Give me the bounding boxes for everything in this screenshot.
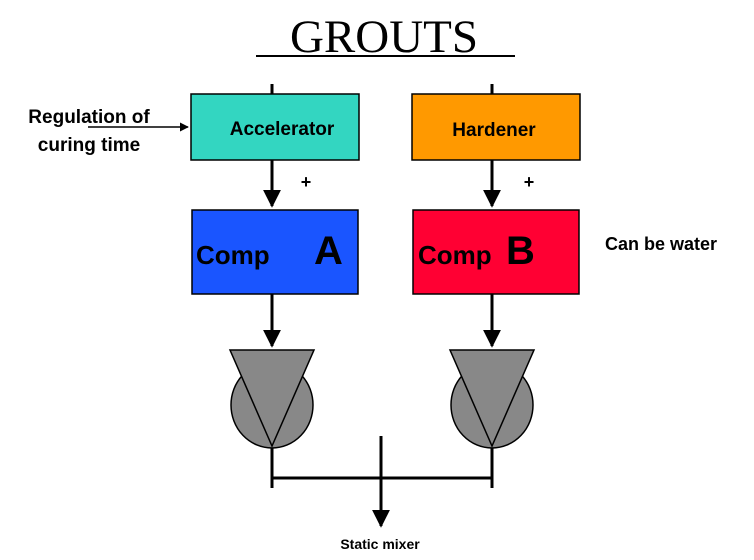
can-be-water-note: Can be water [605,234,717,254]
regulation-line2: curing time [38,135,140,156]
comp-a-letter: A [314,229,343,273]
comp-b-letter: B [506,229,535,273]
comp-b-prefix: Comp [418,240,492,270]
comp-b-box [412,209,580,295]
hardener-label: Hardener [452,120,536,141]
pump-left [228,349,316,449]
pump-right-funnel [448,349,536,448]
pump-right [448,349,536,449]
comp-a-box [191,209,359,295]
hardener-box [411,93,581,161]
page-title: GROUTS [290,11,478,63]
regulation-line1: Regulation of [28,107,150,128]
plus-left: + [301,172,312,192]
comp-a-prefix: Comp [196,240,270,270]
accelerator-label: Accelerator [230,119,335,140]
plus-right: + [524,172,535,192]
static-mixer-label: Static mixer [340,536,420,552]
pump-left-funnel [228,349,316,448]
accelerator-box [190,93,360,161]
